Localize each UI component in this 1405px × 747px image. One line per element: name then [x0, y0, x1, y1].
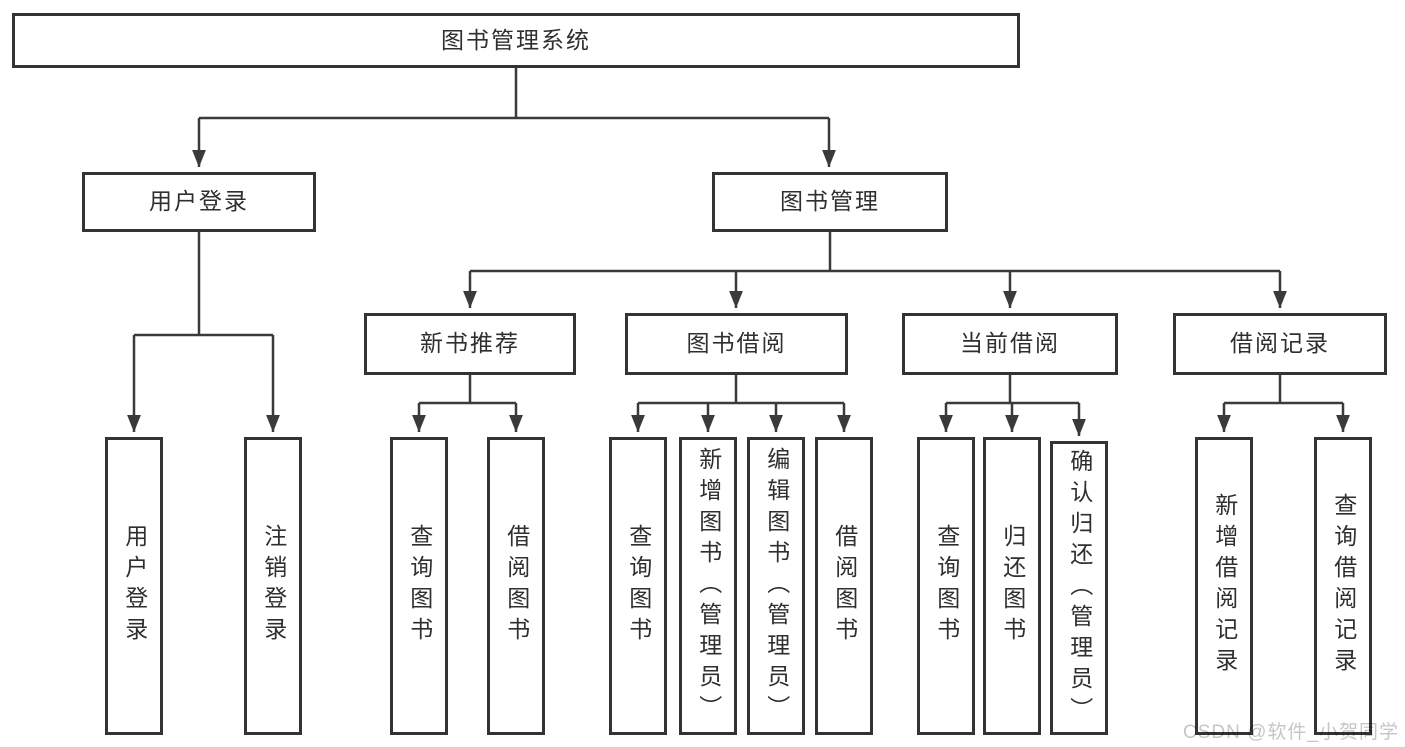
node-label: 查询图书	[625, 524, 652, 648]
node-label: 编辑图书（管理员）	[763, 446, 790, 726]
leaf-borrow-search-book: 查询图书	[609, 437, 667, 735]
node-label: 注销登录	[260, 524, 287, 648]
node-label: 图书管理	[780, 188, 880, 215]
leaf-current-confirm-return-admin: 确认归还（管理员）	[1050, 441, 1108, 735]
leaf-recommend-search-book: 查询图书	[390, 437, 448, 735]
node-borrow-record: 借阅记录	[1173, 313, 1387, 375]
leaf-borrow-edit-book-admin: 编辑图书（管理员）	[747, 437, 805, 735]
node-new-book-recommend: 新书推荐	[364, 313, 576, 375]
node-label: 借阅记录	[1230, 330, 1330, 357]
node-label: 当前借阅	[960, 330, 1060, 357]
node-book-borrow: 图书借阅	[625, 313, 848, 375]
node-label: 查询借阅记录	[1330, 493, 1357, 679]
node-label: 借阅图书	[831, 524, 858, 648]
node-label: 新增图书（管理员）	[695, 446, 722, 726]
leaf-recommend-borrow-book: 借阅图书	[487, 437, 545, 735]
leaf-current-return-book: 归还图书	[983, 437, 1041, 735]
node-label: 新增借阅记录	[1211, 493, 1238, 679]
node-label: 查询图书	[933, 524, 960, 648]
node-label: 用户登录	[149, 188, 249, 215]
node-label: 借阅图书	[503, 524, 530, 648]
node-label: 图书借阅	[686, 330, 787, 357]
leaf-logout: 注销登录	[244, 437, 302, 735]
node-label: 确认归还（管理员）	[1066, 448, 1093, 728]
node-user-login: 用户登录	[82, 172, 316, 232]
node-label: 图书管理系统	[441, 26, 591, 53]
node-current-borrow: 当前借阅	[902, 313, 1118, 375]
leaf-borrow-borrow-book: 借阅图书	[815, 437, 873, 735]
node-label: 查询图书	[406, 524, 433, 648]
node-label: 用户登录	[121, 524, 148, 648]
watermark: CSDN @软件_小贺同学	[1183, 722, 1399, 743]
leaf-current-search-book: 查询图书	[917, 437, 975, 735]
leaf-record-add-borrow-record: 新增借阅记录	[1195, 437, 1253, 735]
node-book-management: 图书管理	[712, 172, 948, 232]
leaf-user-login: 用户登录	[105, 437, 163, 735]
node-label: 新书推荐	[420, 330, 520, 357]
leaf-borrow-add-book-admin: 新增图书（管理员）	[679, 437, 737, 735]
node-label: 归还图书	[999, 524, 1026, 648]
leaf-record-search-borrow-record: 查询借阅记录	[1314, 437, 1372, 735]
node-library-system: 图书管理系统	[12, 13, 1020, 68]
